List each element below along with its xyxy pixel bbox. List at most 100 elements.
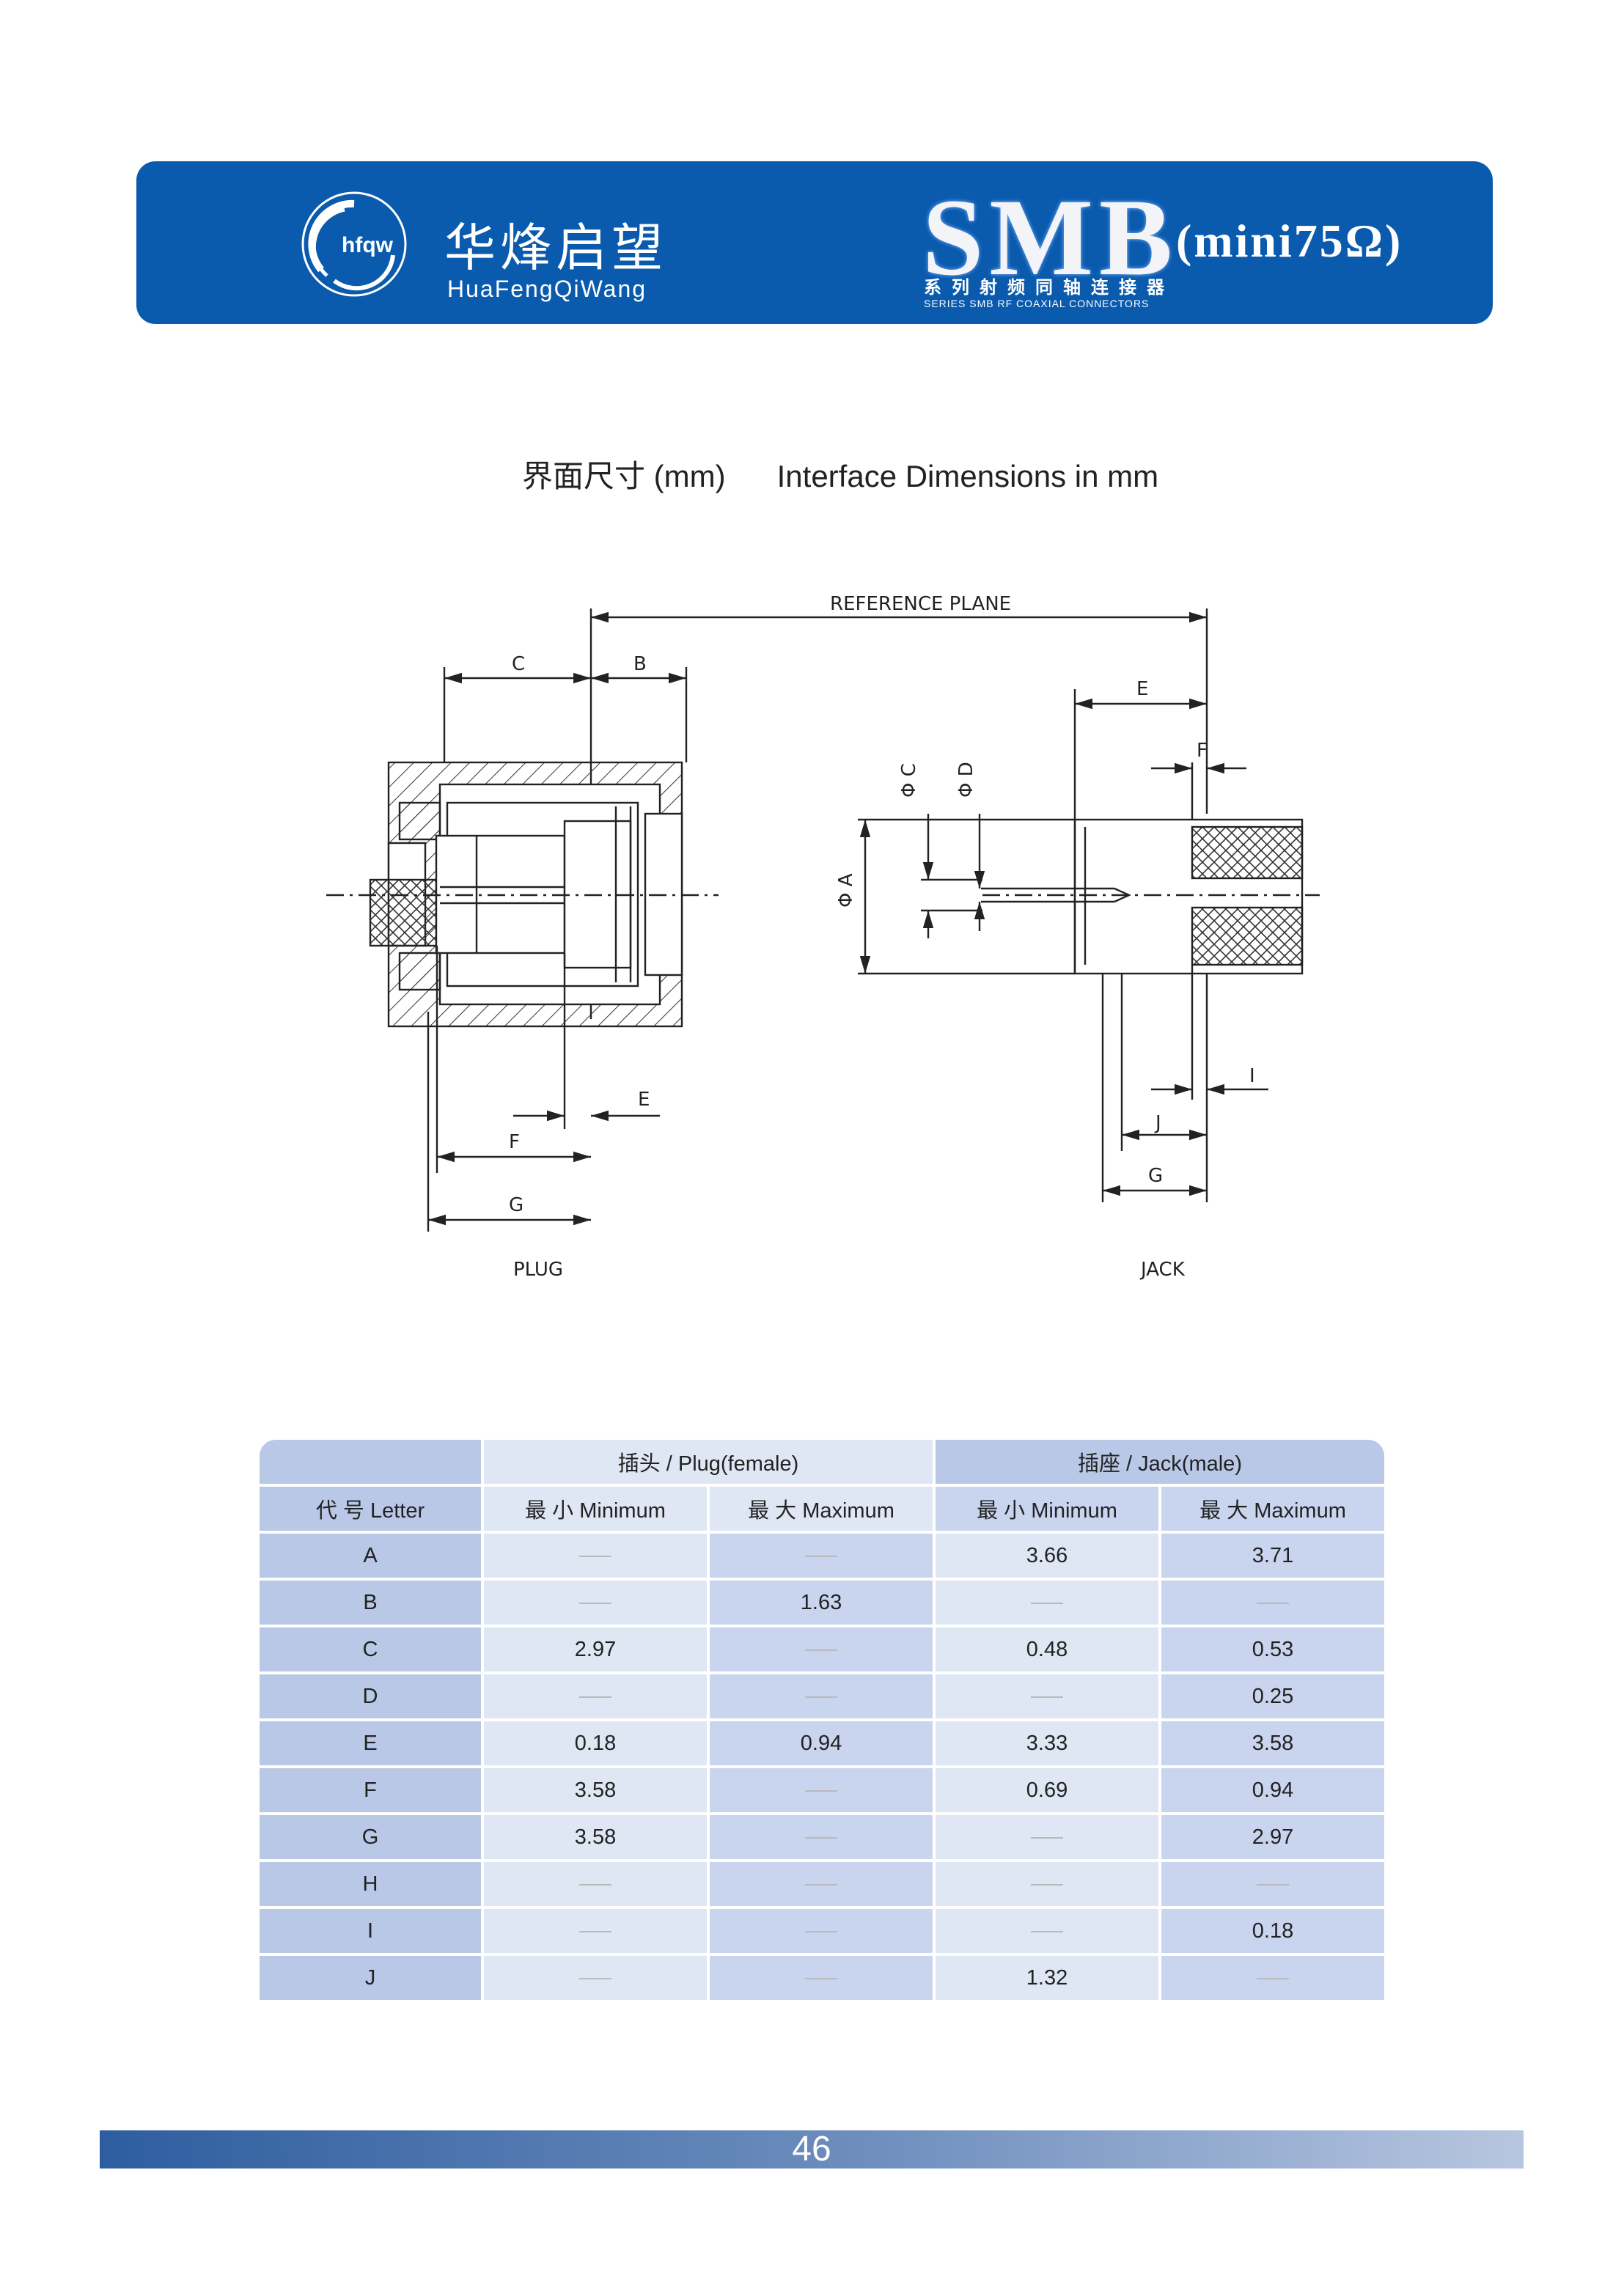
- cell-plug-min: [484, 1956, 707, 2000]
- plug-dim-f: F: [509, 1131, 520, 1153]
- cell-letter: H: [260, 1862, 481, 1906]
- empty-dash: [805, 1977, 837, 1979]
- cell-plug-max: [710, 1627, 933, 1671]
- table-row: H: [260, 1862, 1384, 1906]
- cell-letter: A: [260, 1534, 481, 1578]
- empty-dash: [1031, 1930, 1063, 1932]
- brand-name-cn: 华烽启望: [444, 218, 667, 278]
- jack-dim-f: F: [1197, 740, 1208, 762]
- col-plug-min-header: 最 小 Minimum: [484, 1487, 707, 1531]
- cell-plug-min: [484, 1534, 707, 1578]
- cell-plug-min: [484, 1581, 707, 1625]
- cell-jack-min: 0.48: [936, 1627, 1158, 1671]
- jack-dim-i: I: [1249, 1065, 1255, 1087]
- cell-letter: E: [260, 1721, 481, 1765]
- cell-plug-min: 3.58: [484, 1815, 707, 1859]
- cell-jack-max: [1161, 1581, 1384, 1625]
- brand-name-en: HuaFengQiWang: [447, 276, 647, 302]
- cell-jack-min: [936, 1909, 1158, 1953]
- empty-dash: [805, 1555, 837, 1557]
- table-row: J 1.32: [260, 1956, 1384, 2000]
- cell-plug-max: [710, 1909, 933, 1953]
- empty-dash: [579, 1555, 611, 1557]
- col-plug-max-header: 最 大 Maximum: [710, 1487, 933, 1531]
- cell-plug-max: [710, 1956, 933, 2000]
- col-jack-min-header: 最 小 Minimum: [936, 1487, 1158, 1531]
- plug-dim-c: C: [512, 653, 525, 675]
- cell-plug-min: 2.97: [484, 1627, 707, 1671]
- dimensions-table: 插头 / Plug(female) 插座 / Jack(male) 代 号 Le…: [257, 1437, 1387, 2003]
- cell-letter: D: [260, 1674, 481, 1718]
- jack-dim-g: G: [1148, 1165, 1163, 1187]
- jack-dim-phi-d: Φ D: [955, 762, 977, 798]
- empty-dash: [1257, 1602, 1289, 1604]
- cell-jack-min: [936, 1674, 1158, 1718]
- cell-jack-max: 2.97: [1161, 1815, 1384, 1859]
- cell-jack-max: 3.71: [1161, 1534, 1384, 1578]
- empty-dash: [579, 1977, 611, 1979]
- cell-letter: G: [260, 1815, 481, 1859]
- cell-letter: I: [260, 1909, 481, 1953]
- empty-dash: [805, 1696, 837, 1698]
- cell-jack-max: 0.53: [1161, 1627, 1384, 1671]
- cell-jack-min: [936, 1581, 1158, 1625]
- cell-letter: C: [260, 1627, 481, 1671]
- cell-jack-max: 0.25: [1161, 1674, 1384, 1718]
- cell-jack-max: 0.94: [1161, 1768, 1384, 1812]
- cell-jack-max: 0.18: [1161, 1909, 1384, 1953]
- cell-plug-max: 0.94: [710, 1721, 933, 1765]
- plug-dim-b: B: [633, 653, 647, 675]
- page-number: 46: [792, 2130, 831, 2169]
- table-group-header: 插头 / Plug(female) 插座 / Jack(male): [260, 1440, 1384, 1484]
- hfqw-logo-icon: hfqw: [301, 191, 407, 297]
- cell-plug-max: 1.63: [710, 1581, 933, 1625]
- empty-dash: [1031, 1602, 1063, 1604]
- cell-jack-max: [1161, 1862, 1384, 1906]
- empty-dash: [1257, 1977, 1289, 1979]
- table-column-header: 代 号 Letter 最 小 Minimum 最 大 Maximum 最 小 M…: [260, 1487, 1384, 1531]
- empty-dash: [805, 1789, 837, 1792]
- cell-letter: J: [260, 1956, 481, 2000]
- cell-jack-min: 3.33: [936, 1721, 1158, 1765]
- cell-plug-min: 0.18: [484, 1721, 707, 1765]
- table-row: D 0.25: [260, 1674, 1384, 1718]
- jack-label: JACK: [1139, 1259, 1186, 1281]
- plug-dim-e: E: [638, 1089, 650, 1111]
- cell-plug-min: [484, 1674, 707, 1718]
- empty-dash: [579, 1930, 611, 1932]
- cell-jack-max: 3.58: [1161, 1721, 1384, 1765]
- cell-jack-min: 3.66: [936, 1534, 1158, 1578]
- jack-dim-e: E: [1136, 678, 1148, 700]
- plug-dim-g: G: [509, 1194, 523, 1216]
- empty-dash: [805, 1883, 837, 1886]
- series-title-cn: 系列射频同轴连接器: [924, 278, 1175, 298]
- plug-group-header: 插头 / Plug(female): [484, 1440, 933, 1484]
- empty-dash: [1031, 1836, 1063, 1839]
- cell-jack-min: [936, 1862, 1158, 1906]
- series-title-en: SERIES SMB RF COAXIAL CONNECTORS: [924, 298, 1150, 309]
- footer-bar: 46: [100, 2130, 1524, 2169]
- cell-plug-min: [484, 1909, 707, 1953]
- jack-dim-phi-a: Φ A: [835, 873, 857, 908]
- empty-dash: [805, 1930, 837, 1932]
- empty-dash: [1031, 1883, 1063, 1886]
- table-row: B 1.63: [260, 1581, 1384, 1625]
- jack-dim-j: J: [1154, 1112, 1161, 1134]
- cell-jack-min: 0.69: [936, 1768, 1158, 1812]
- empty-dash: [805, 1649, 837, 1651]
- product-suffix: (mini75Ω): [1176, 215, 1403, 267]
- cell-plug-max: [710, 1768, 933, 1812]
- cell-letter: B: [260, 1581, 481, 1625]
- empty-dash: [805, 1836, 837, 1839]
- empty-dash: [1257, 1883, 1289, 1886]
- col-letter-header: 代 号 Letter: [260, 1487, 481, 1531]
- cell-jack-min: 1.32: [936, 1956, 1158, 2000]
- logo-text: hfqw: [342, 233, 394, 257]
- empty-dash: [579, 1696, 611, 1698]
- reference-plane-label: REFERENCE PLANE: [830, 593, 1011, 615]
- product-name: SMB: [922, 177, 1179, 298]
